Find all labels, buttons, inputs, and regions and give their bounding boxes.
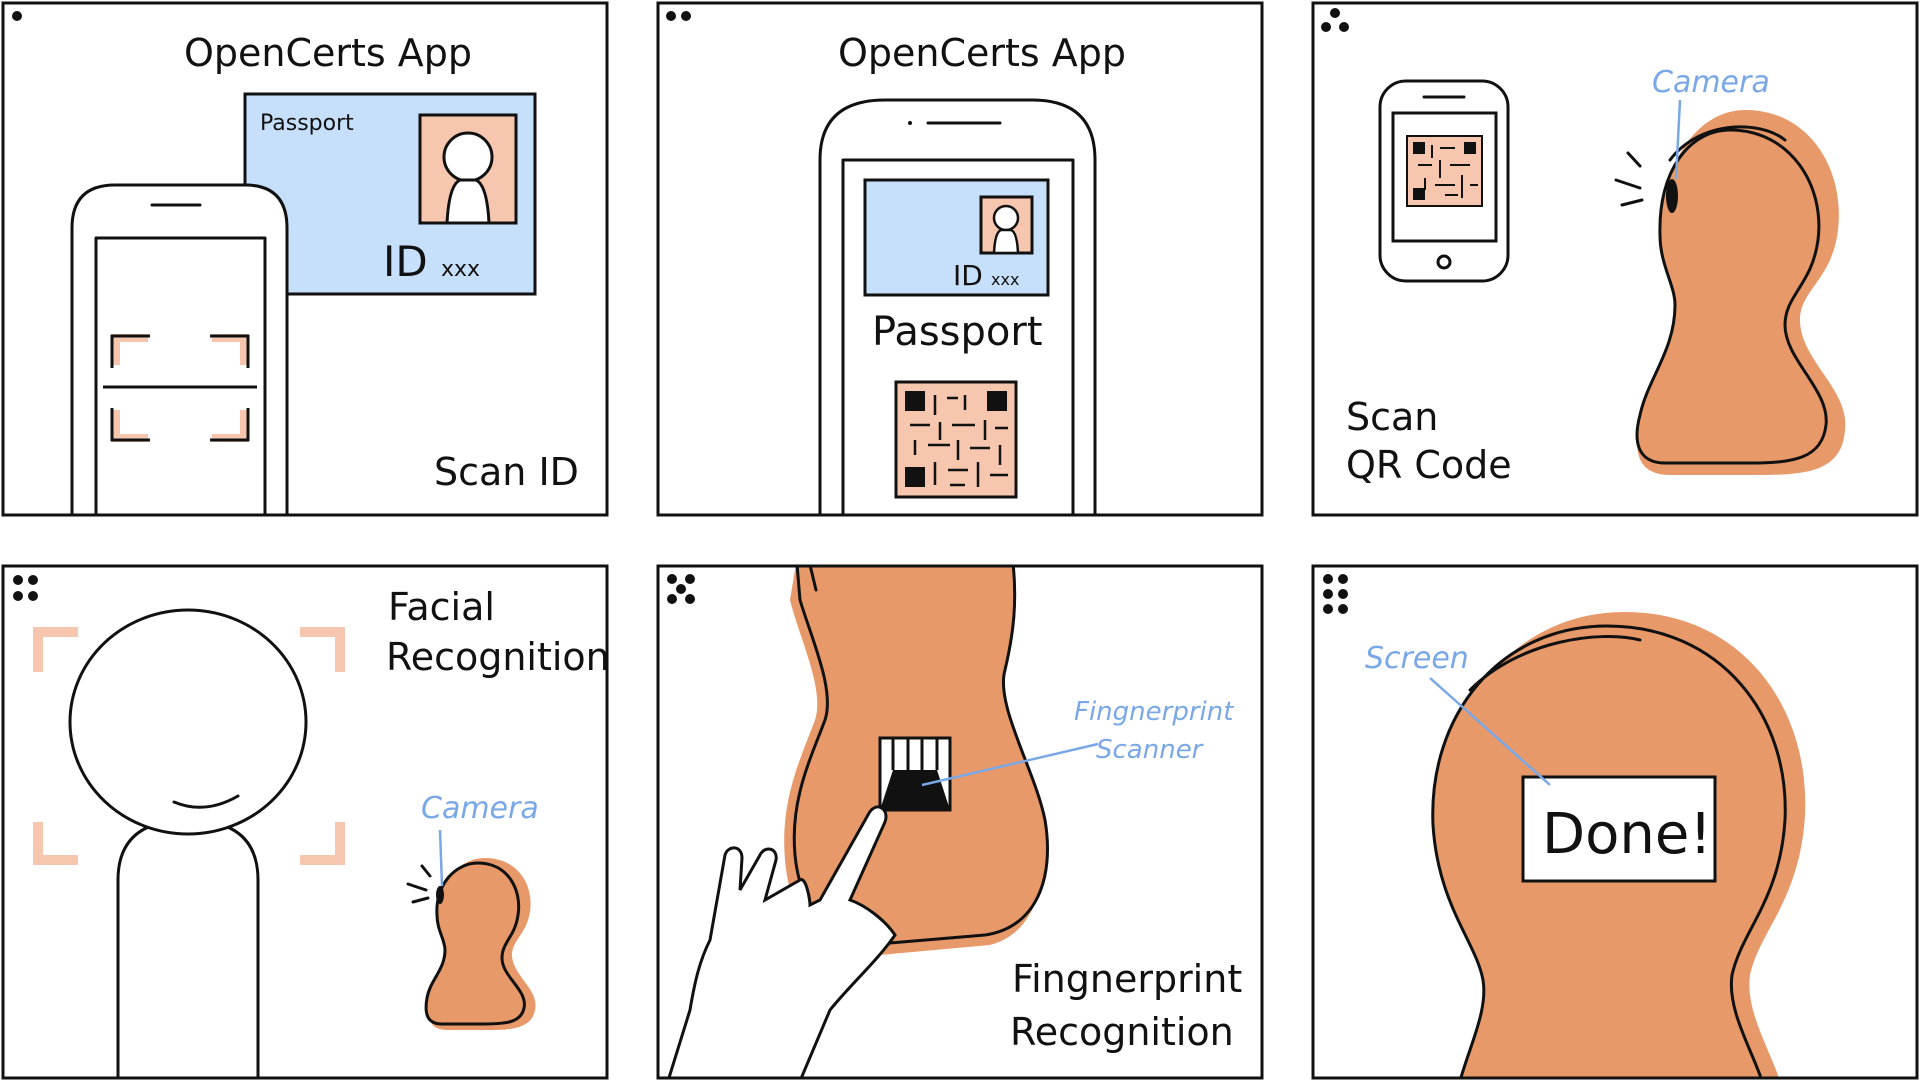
scan-frame-icon bbox=[112, 334, 248, 442]
step-dots-5 bbox=[667, 574, 695, 604]
qr-code-icon bbox=[1406, 135, 1483, 207]
kiosk-robot bbox=[1635, 128, 1828, 465]
camera-label: Camera bbox=[421, 791, 539, 826]
camera-lens bbox=[436, 886, 444, 904]
id-suffix: xxx bbox=[441, 257, 480, 282]
camera-flash-lines bbox=[406, 864, 432, 904]
panel-app-passport: ID xxx Passport OpenCerts App bbox=[656, 1, 1264, 517]
panel-border bbox=[1, 1, 609, 517]
caption-qr-code: QR Code bbox=[1346, 443, 1512, 487]
panel-scan-qr: Camera Scan QR Code bbox=[1311, 1, 1919, 517]
step-dots-3 bbox=[1321, 8, 1349, 32]
phone-screen bbox=[841, 158, 1075, 515]
caption-recognition: Recognition bbox=[1010, 1010, 1234, 1054]
person-icon bbox=[442, 131, 494, 183]
step-dots-6 bbox=[1323, 574, 1348, 614]
camera-label: Camera bbox=[1652, 65, 1770, 100]
step-dots-4 bbox=[13, 575, 38, 601]
kiosk-screen bbox=[1521, 775, 1717, 883]
panel-facial-recognition: Camera Facial Recognition bbox=[1, 564, 610, 1080]
qr-code-icon bbox=[894, 380, 1018, 499]
passport-label: Passport bbox=[260, 111, 354, 136]
fingerprint-scanner-icon bbox=[878, 736, 952, 812]
step-dots-2 bbox=[666, 11, 691, 21]
scanner-pointer bbox=[921, 742, 1099, 787]
screen-pointer bbox=[1429, 677, 1551, 786]
done-text: Done! bbox=[1542, 802, 1712, 867]
caption-facial: Facial bbox=[388, 585, 495, 629]
person-body bbox=[445, 178, 491, 225]
person-head bbox=[68, 608, 308, 836]
step-dots-1 bbox=[12, 11, 22, 21]
panel-border bbox=[1, 564, 609, 1080]
caption-recognition: Recognition bbox=[386, 635, 610, 679]
camera-pointer bbox=[438, 829, 444, 887]
panel-border bbox=[1311, 564, 1919, 1080]
panel-scan-id: Passport ID xxx OpenCerts App Scan ID bbox=[1, 1, 609, 517]
camera-pointer bbox=[1674, 99, 1682, 180]
screen-label: Screen bbox=[1365, 641, 1469, 676]
phone-screen bbox=[94, 236, 267, 515]
app-title: OpenCerts App bbox=[184, 31, 472, 75]
panel-fingerprint-recognition: Fingnerprint Scanner Fingnerprint Recogn… bbox=[656, 564, 1264, 1080]
hand-icon bbox=[667, 805, 897, 1078]
panel-border bbox=[1311, 1, 1919, 517]
scanner-label-1: Fingnerprint bbox=[1074, 697, 1234, 727]
panel-border bbox=[656, 1, 1264, 517]
id-label: ID bbox=[953, 259, 983, 292]
person-body bbox=[116, 818, 260, 1078]
id-label: ID bbox=[383, 237, 428, 286]
panel-done: Done! Screen bbox=[1311, 564, 1919, 1080]
scanner-label-2: Scanner bbox=[1096, 735, 1205, 765]
caption-scan: Scan bbox=[1346, 395, 1438, 439]
id-suffix: xxx bbox=[991, 270, 1019, 289]
caption-scan-id: Scan ID bbox=[434, 450, 579, 494]
kiosk-robot bbox=[424, 861, 526, 1026]
face-frame bbox=[33, 627, 345, 865]
camera-flash-lines bbox=[1614, 151, 1644, 207]
passport-label: Passport bbox=[872, 309, 1043, 355]
phone-outline bbox=[70, 183, 289, 515]
app-title: OpenCerts App bbox=[838, 31, 1126, 75]
person-smile bbox=[172, 794, 240, 809]
camera-lens bbox=[1666, 179, 1678, 213]
caption-fingerprint: Fingnerprint bbox=[1012, 957, 1242, 1001]
panel-border bbox=[656, 564, 1264, 1080]
